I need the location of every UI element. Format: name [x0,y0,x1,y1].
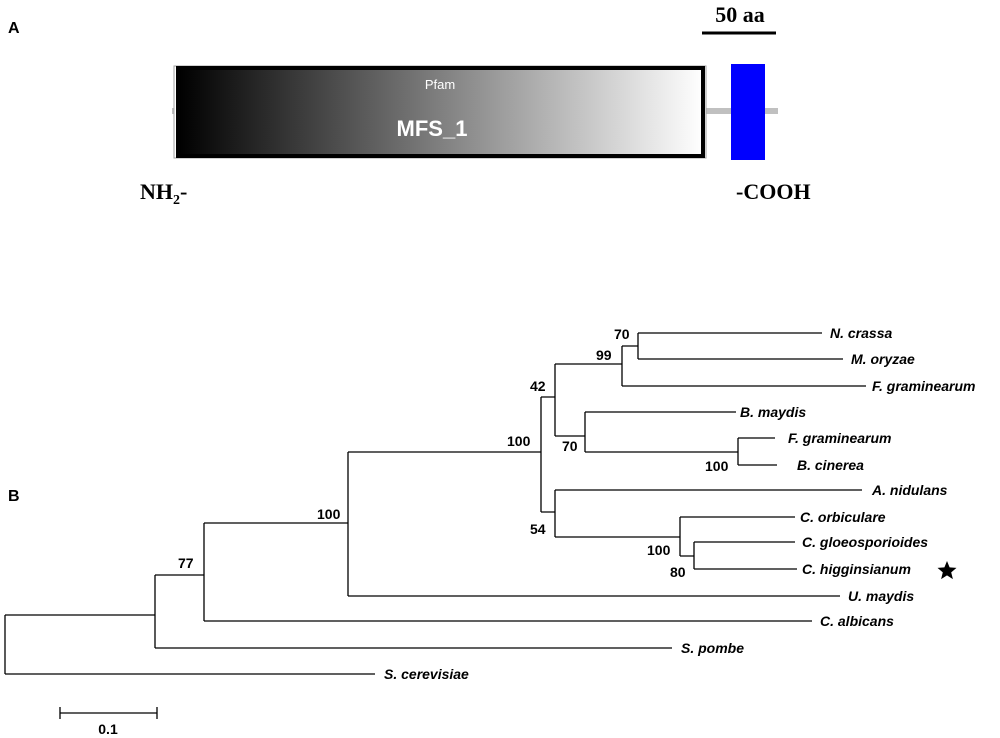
leaf-label: A. nidulans [871,482,948,498]
star-icon [937,561,957,580]
branch-node-100-colletotrichum [679,516,795,557]
leaf-label: C. gloeosporioides [802,534,928,550]
bootstrap-value: 100 [705,458,729,474]
phylogenetic-tree [4,332,866,675]
leaf-label: M. oryzae [851,351,915,367]
panel-a: A 50 aa Pfam MFS_1 NH2- -COOH [8,2,811,208]
distance-scale-bar [59,707,158,719]
branch-root [4,614,375,675]
mfs-domain-label: MFS_1 [397,116,468,141]
distance-scale-label: 0.1 [98,721,118,737]
leaf-label: B. cinerea [797,457,864,473]
c-terminus-label: -COOH [736,179,811,204]
leaf-label-highlight: C. higginsianum [802,561,911,577]
branch-node-70-top [637,332,843,360]
branch-node-100-botrytis [737,437,777,466]
pfam-label: Pfam [425,77,455,92]
branch-node-100-main [203,522,812,622]
bootstrap-value: 54 [530,521,546,537]
bootstrap-value: 70 [562,438,578,454]
bootstrap-values: 70 99 42 100 70 100 100 54 100 80 77 [178,326,729,580]
branch-node-80 [693,541,797,570]
distance-scale: 0.1 [59,707,158,737]
branch-node-70-lower [584,411,738,453]
bootstrap-value: 100 [507,433,531,449]
branch-node-77 [154,574,672,649]
panel-b-label: B [8,488,20,505]
branch-node-541 [540,396,555,513]
bootstrap-value: 100 [317,506,341,522]
leaf-labels: N. crassa M. oryzae F. graminearum B. ma… [384,325,975,682]
leaf-label: F. graminearum [788,430,891,446]
bootstrap-value: 99 [596,347,612,363]
bootstrap-value: 77 [178,555,194,571]
panel-b: B [4,325,975,737]
leaf-label: N. crassa [830,325,892,341]
leaf-label: S. cerevisiae [384,666,469,682]
branch-node-100-inner [347,451,840,597]
leaf-label: U. maydis [848,588,914,604]
panel-a-label: A [8,20,20,37]
leaf-label: C. albicans [820,613,894,629]
bootstrap-value: 70 [614,326,630,342]
bootstrap-value: 80 [670,564,686,580]
branch-node-99 [621,345,866,387]
n-terminus-label: NH2- [140,179,187,208]
leaf-label: F. graminearum [872,378,975,394]
branch-node-42 [554,363,622,437]
branch-node-54 [554,489,862,538]
leaf-label: B. maydis [740,404,806,420]
bootstrap-value: 42 [530,378,546,394]
transmembrane-segment [731,64,765,160]
leaf-label: C. orbiculare [800,509,886,525]
bootstrap-value: 100 [647,542,671,558]
mfs-domain-gradient [176,66,705,158]
leaf-label: S. pombe [681,640,744,656]
protein-scale-label: 50 aa [715,2,765,27]
